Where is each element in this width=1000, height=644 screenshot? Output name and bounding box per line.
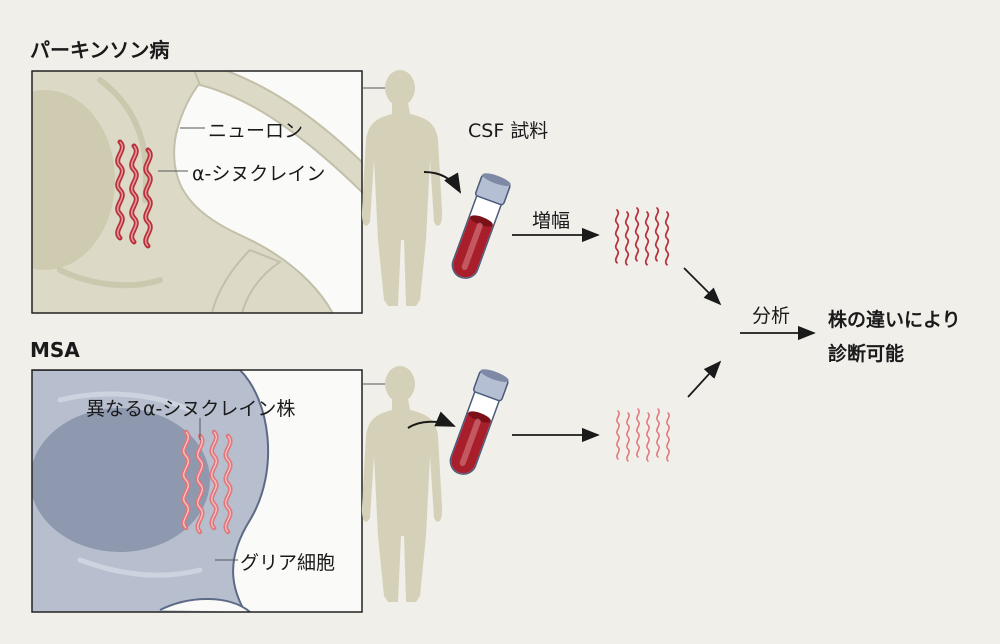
result-line-1: 株の違いにより [828, 309, 961, 331]
amplified-fibrils-bottom [616, 408, 670, 462]
strain-label: 異なるα‐シヌクレイン株 [86, 398, 296, 420]
glia-label: グリア細胞 [240, 552, 336, 574]
csf-sample-label: CSF 試料 [468, 120, 549, 142]
test-tube-top [451, 173, 511, 279]
result-line-2: 診断可能 [828, 343, 905, 365]
synuclein-label: α‐シヌクレイン [192, 163, 326, 185]
amplified-fibrils-top [614, 207, 670, 266]
glia-panel [31, 369, 363, 613]
parkinson-title: パーキンソン病 [30, 38, 170, 62]
neuron-label: ニューロン [208, 120, 304, 142]
glia-cell [32, 370, 270, 612]
amplify-label: 増幅 [532, 210, 571, 232]
converge-arrow-top [683, 267, 722, 306]
msa-title: MSA [30, 338, 80, 362]
neuron-cell [32, 71, 362, 313]
test-tube-bottom [449, 369, 509, 475]
human-silhouette [361, 70, 443, 306]
converge-arrow-bottom [687, 360, 722, 398]
neuron-nucleus [32, 90, 115, 270]
analyze-label: 分析 [752, 305, 791, 327]
sample-arrow-bottom [407, 411, 456, 429]
human-silhouette-2 [361, 366, 443, 602]
sample-arrow-top [423, 171, 461, 194]
neuron-panel [31, 70, 363, 314]
glia-nucleus [32, 408, 210, 552]
